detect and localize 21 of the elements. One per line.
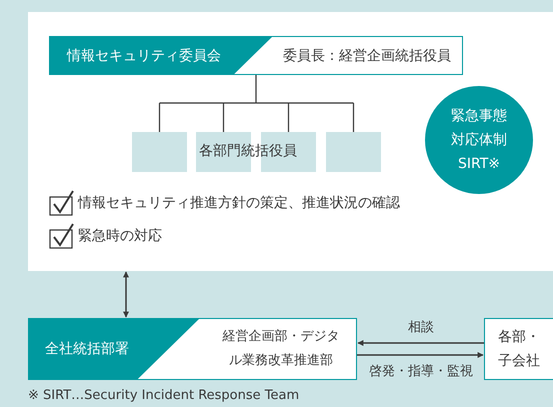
department-box [326,132,381,172]
org-title: 全社統括部署 [29,319,199,379]
org-title: 情報セキュリティ委員会 [50,37,272,74]
edge-label: 相談 [406,318,436,336]
check-item: 緊急時の対応 [78,227,162,245]
org-box [28,318,357,380]
org-members: 経営企画部・デジタル業務改革推進部 [222,328,340,370]
arrow [357,352,484,358]
org-members: 委員長：経営企画統括役員 [282,46,452,66]
arrow [123,271,129,318]
panel [28,12,553,271]
footnote: ※ SIRT…Security Incident Response Team [28,388,300,403]
connector-line [158,74,354,133]
org-box [49,36,463,75]
arrow [357,340,484,346]
role-label: 各部門統括役員 [199,142,297,160]
group-box: 各部・子会社 [484,318,553,380]
sirt-circle: 緊急事態対応体制 SIRT※ [425,86,533,194]
department-box [132,132,187,172]
check-item: 情報セキュリティ推進方針の策定、推進状況の確認 [78,194,400,212]
edge-label: 啓発・指導・監視 [367,362,475,380]
